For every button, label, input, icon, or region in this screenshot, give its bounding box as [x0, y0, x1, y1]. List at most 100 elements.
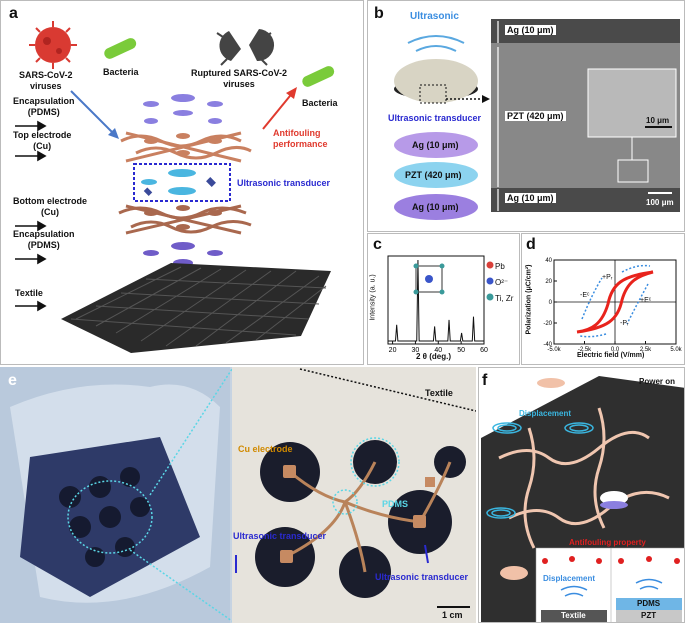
textile-label: Textile — [15, 288, 43, 298]
panel-f-label: f — [482, 372, 488, 389]
xrd-legend-marker — [486, 261, 494, 269]
panel-c-label: c — [373, 236, 382, 253]
bottom-electrode-layer — [118, 204, 252, 235]
pe-x-tick-label: 2.5k — [640, 347, 652, 353]
panel-a: a — [0, 0, 364, 365]
hysteresis-loop — [576, 270, 654, 334]
ruptured-virus-icon — [216, 29, 275, 66]
antifouling-label: Antifouling performance — [273, 128, 328, 149]
layer-ag-top-label: Ag (10 μm) — [412, 140, 459, 150]
xrd-tick-label: 20 — [389, 347, 397, 354]
f-traces — [498, 407, 670, 549]
power-on-label: Power on — [639, 377, 676, 386]
pe-y-tick-label: -40 — [543, 342, 552, 348]
xrd-tick-label: 40 — [434, 347, 442, 354]
panel-e: e Textile Cu electrode PDMS Ultrasonic t… — [0, 367, 476, 623]
panel-f: f Power on Displacement Antifouling prop… — [478, 367, 685, 623]
f-displacement-waves — [486, 422, 594, 519]
top-electrode-layer — [120, 131, 252, 163]
xrd-tick-label: 30 — [412, 347, 420, 354]
ultrasonic-transducer-left-label: Ultrasonic transducer — [233, 531, 327, 541]
xrd-legend-ti: Ti, Zr — [495, 294, 514, 303]
inset-pzt-label: PZT — [641, 611, 657, 620]
ultrasonic-label: Ultrasonic — [410, 11, 459, 22]
encap-top-label: Encapsulation (PDMS) — [13, 96, 75, 117]
textile-photo-label: Textile — [425, 388, 453, 398]
panel-e-label: e — [8, 372, 17, 389]
cu-electrode-label: Cu electrode — [238, 444, 293, 454]
panel-a-illustration — [15, 21, 335, 353]
b-ultrasonic-transducer-label: Ultrasonic transducer — [388, 113, 482, 123]
panel-d-label: d — [526, 236, 536, 253]
layer-ag-bottom-label: Ag (10 μm) — [412, 202, 459, 212]
ruptured-virus-label: Ruptured SARS-CoV-2 viruses — [191, 68, 288, 89]
transducer-discs — [141, 169, 216, 196]
pe-x-tick-label: -2.5k — [578, 347, 592, 353]
bottom-electrode-label: Bottom electrode (Cu) — [13, 196, 88, 217]
panel-b-label: b — [374, 5, 384, 22]
xrd-ylabel: Intensity (a. u.) — [369, 274, 377, 321]
bacteria-left-label: Bacteria — [103, 67, 139, 77]
top-electrode-label: Top electrode (Cu) — [13, 130, 72, 151]
pe-anno-pr-neg: -Pᵣ — [620, 320, 629, 327]
pe-x-tick-label: 5.0k — [670, 347, 682, 353]
panel-e-photo — [0, 367, 476, 623]
pe-y-tick-label: -20 — [543, 321, 552, 327]
virus-label: SARS-CoV-2 viruses — [19, 70, 73, 91]
panel-a-label: a — [9, 5, 18, 22]
scale-1cm-label: 1 cm — [442, 610, 463, 620]
xrd-legend-o: O²⁻ — [495, 278, 509, 287]
pe-ylabel: Polarization (μC/cm²) — [525, 264, 533, 335]
panel-b: b Ultrasonic Ultrasonic transducer — [367, 0, 685, 232]
xrd-legend-pb: Pb — [495, 262, 505, 271]
pe-x-tick-label: -5.0k — [547, 347, 561, 353]
bacteria-right-label: Bacteria — [302, 98, 338, 108]
red-arrow — [262, 87, 297, 130]
encap-bottom-label: Encapsulation (PDMS) — [13, 229, 75, 250]
pe-y-tick-label: 20 — [545, 279, 552, 285]
inset-displacement-label: Displacement — [543, 574, 596, 583]
antifouling-property-label: Antifouling property — [569, 538, 646, 547]
textile-layer — [61, 263, 331, 353]
transducer-disc — [394, 59, 478, 103]
ultrasonic-transducer-right-label: Ultrasonic transducer — [375, 572, 469, 582]
pdms-label: PDMS — [382, 499, 409, 509]
inset-textile-label: Textile — [561, 611, 586, 620]
sem-ag-bottom-label: Ag (10 μm) — [505, 193, 556, 203]
xrd-trace — [388, 259, 484, 342]
bacteria-icon — [104, 38, 137, 59]
pe-anno-pr: +Pᵣ — [602, 274, 613, 281]
pe-xlabel: Electric field (V/mm) — [577, 352, 645, 359]
layer-pzt-label: PZT (420 μm) — [405, 170, 462, 180]
sem-ag-top-label: Ag (10 μm) — [505, 25, 556, 35]
xrd-legend-marker — [486, 293, 494, 301]
panel-f-illustration — [481, 376, 684, 622]
sem-scale-label: 100 μm — [646, 198, 674, 207]
f-discs — [500, 378, 628, 580]
transducer-box — [133, 163, 231, 202]
layer-arrows — [15, 120, 47, 312]
virus-icon — [29, 21, 77, 69]
pe-anno-ec-neg: -Eᶜ — [580, 292, 590, 299]
loop-arrows — [579, 264, 651, 338]
pe-x-tick-label: 0.0 — [611, 347, 620, 353]
bacteria-right-icon — [302, 66, 335, 87]
xrd-tick-label: 50 — [457, 347, 465, 354]
pe-anno-ec-pos: +Eᶜ — [640, 297, 652, 304]
xrd-xlabel: 2 θ (deg.) — [416, 352, 451, 361]
displacement-label: Displacement — [519, 409, 572, 418]
inset-pdms-label: PDMS — [637, 599, 661, 608]
inset-scale-label: 10 μm — [646, 116, 670, 125]
layer-stack — [394, 132, 478, 220]
transducer-dots — [59, 467, 150, 567]
crystal-icon — [413, 263, 445, 295]
ultrasonic-transducer-label: Ultrasonic transducer — [237, 178, 331, 188]
sem-pzt-label: PZT (420 μm) — [505, 111, 566, 121]
ultrasonic-waves — [407, 35, 465, 52]
top-pdms-layer — [143, 94, 223, 124]
pe-y-tick-label: 40 — [545, 258, 552, 264]
